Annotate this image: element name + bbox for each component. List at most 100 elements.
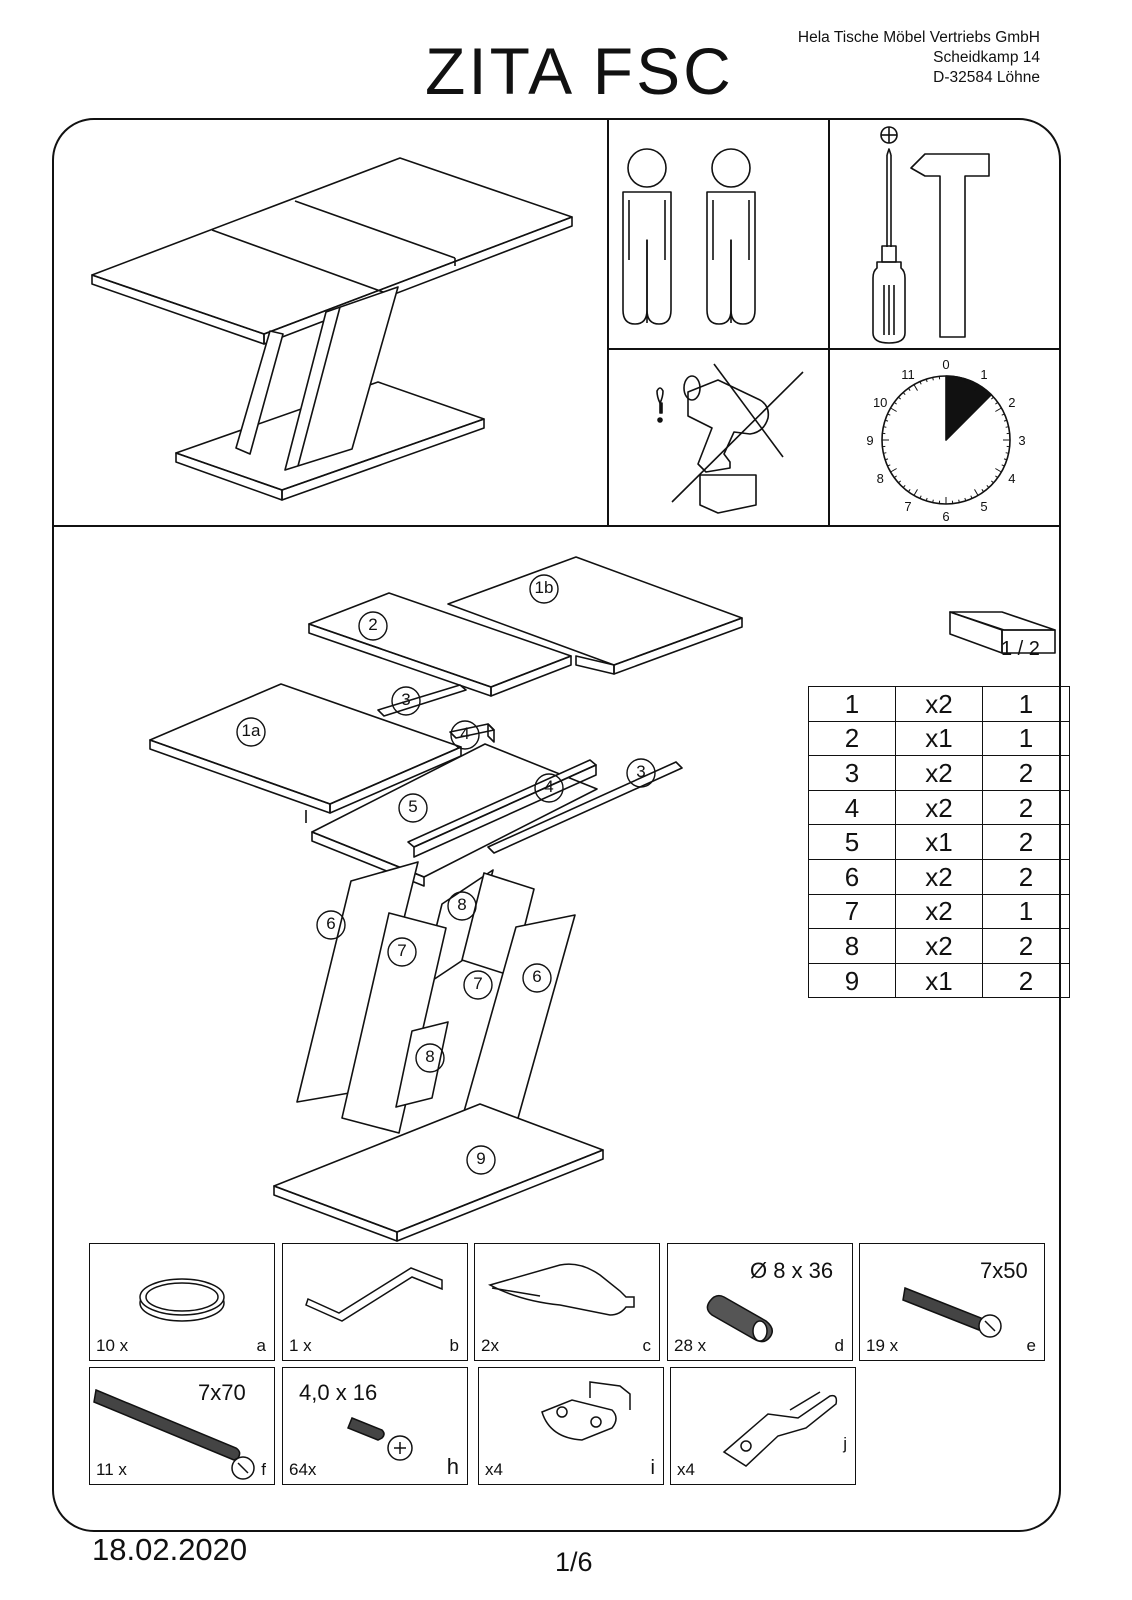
clock-tick <box>925 378 928 383</box>
callout-label: 6 <box>326 914 336 933</box>
clock-tick <box>1005 452 1009 454</box>
parts-qty-cell: x2 <box>895 858 983 895</box>
clock-tick <box>893 475 897 479</box>
hardware-qty: 64x <box>289 1460 317 1479</box>
clock-tick <box>990 396 994 400</box>
parts-qty-cell: x1 <box>895 824 983 860</box>
clock-tick <box>902 392 906 396</box>
clock-tick <box>1003 419 1008 422</box>
hardware-box-i: x4 i <box>478 1367 664 1485</box>
parts-part-cell: 2 <box>808 720 896 757</box>
clock-tick <box>970 495 973 499</box>
callout-label: 3 <box>401 690 411 709</box>
callout-label: 1a <box>241 721 261 740</box>
company-name: Hela Tische Möbel Vertriebs GmbH <box>797 29 1040 46</box>
hardware-dimension: Ø 8 x 36 <box>750 1258 834 1283</box>
parts-box-cell: 2 <box>982 962 1070 999</box>
document-title: ZITA FSC <box>425 34 734 108</box>
hardware-qty: 11 x <box>96 1460 127 1479</box>
callout-label: 8 <box>425 1047 435 1066</box>
clock-tick <box>913 489 918 496</box>
clock-tick <box>890 468 897 473</box>
parts-box-cell: 2 <box>982 824 1070 860</box>
parts-part-cell: 9 <box>808 962 896 999</box>
clock-number: 7 <box>904 499 911 514</box>
hardware-qty: x4 <box>677 1460 695 1479</box>
hardware-box-f: 7x70 11 x f <box>89 1367 275 1485</box>
parts-part-cell: 3 <box>808 755 896 791</box>
hardware-letter: h <box>446 1454 459 1479</box>
hardware-box-a: 10 x a <box>89 1243 275 1361</box>
tools-icon <box>872 126 990 344</box>
hardware-qty: 28 x <box>674 1336 707 1355</box>
hardware-letter: i <box>650 1457 655 1479</box>
parts-part-cell: 6 <box>808 858 896 895</box>
clock-number: 9 <box>866 433 873 448</box>
hardware-box-j: x4 j <box>670 1367 856 1485</box>
hardware-qty: 2x <box>481 1336 499 1355</box>
parts-part-cell: 8 <box>808 928 896 964</box>
clock-tick <box>995 475 999 479</box>
parts-part-cell: 5 <box>808 824 896 860</box>
clock-tick <box>1003 458 1008 461</box>
parts-part-cell: 1 <box>808 686 896 722</box>
assembled-table-illustration <box>91 157 573 501</box>
clock-tick <box>995 407 1002 412</box>
clock-tick <box>995 468 1002 473</box>
parts-qty-cell: x2 <box>895 686 983 722</box>
clock-tick <box>970 381 973 385</box>
hardware-qty: 19 x <box>866 1336 899 1355</box>
clock-tick <box>932 377 934 381</box>
clock-tick <box>958 499 960 503</box>
hardware-letter: d <box>834 1336 844 1355</box>
hardware-letter: f <box>261 1460 266 1479</box>
clock-tick <box>907 387 911 391</box>
clock-tick <box>974 384 979 391</box>
clock-tick <box>898 480 902 484</box>
hardware-dimension: 4,0 x 16 <box>299 1380 378 1405</box>
clock-tick <box>884 458 889 461</box>
hardware-box-b: 1 x b <box>282 1243 468 1361</box>
hardware-letter: b <box>449 1336 459 1355</box>
hardware-letter: a <box>256 1336 266 1355</box>
clock-number: 5 <box>980 499 987 514</box>
exploded-view-illustration <box>149 556 743 1242</box>
clock-tick <box>974 489 979 496</box>
clock-tick <box>913 384 918 391</box>
parts-box-cell: 2 <box>982 755 1070 791</box>
clock-tick <box>932 499 934 503</box>
hardware-box-e: 7x50 19 x e <box>859 1243 1045 1361</box>
parts-qty-cell: x1 <box>895 720 983 757</box>
callout-label: 1b <box>534 578 554 597</box>
hardware-box-d: Ø 8 x 36 28 x d <box>667 1243 853 1361</box>
callout-label: 7 <box>473 974 483 993</box>
package-icon <box>949 611 1056 654</box>
clock-tick <box>919 495 922 499</box>
hardware-qty: x4 <box>485 1460 503 1479</box>
clock-tick <box>883 452 887 454</box>
clock-tick <box>925 497 928 502</box>
parts-box-cell: 1 <box>982 720 1070 757</box>
clock-tick <box>981 387 985 391</box>
parts-part-cell: 7 <box>808 893 896 930</box>
clock-number: 6 <box>942 509 949 524</box>
clock-tick <box>986 484 990 488</box>
clock-tick <box>1001 413 1005 416</box>
callout-label: 4 <box>544 777 554 796</box>
clock-tick <box>964 497 967 502</box>
clock-tick <box>907 489 911 493</box>
callout-label: 5 <box>408 797 418 816</box>
clock-number: 11 <box>901 367 915 382</box>
hardware-qty: 10 x <box>96 1336 129 1355</box>
